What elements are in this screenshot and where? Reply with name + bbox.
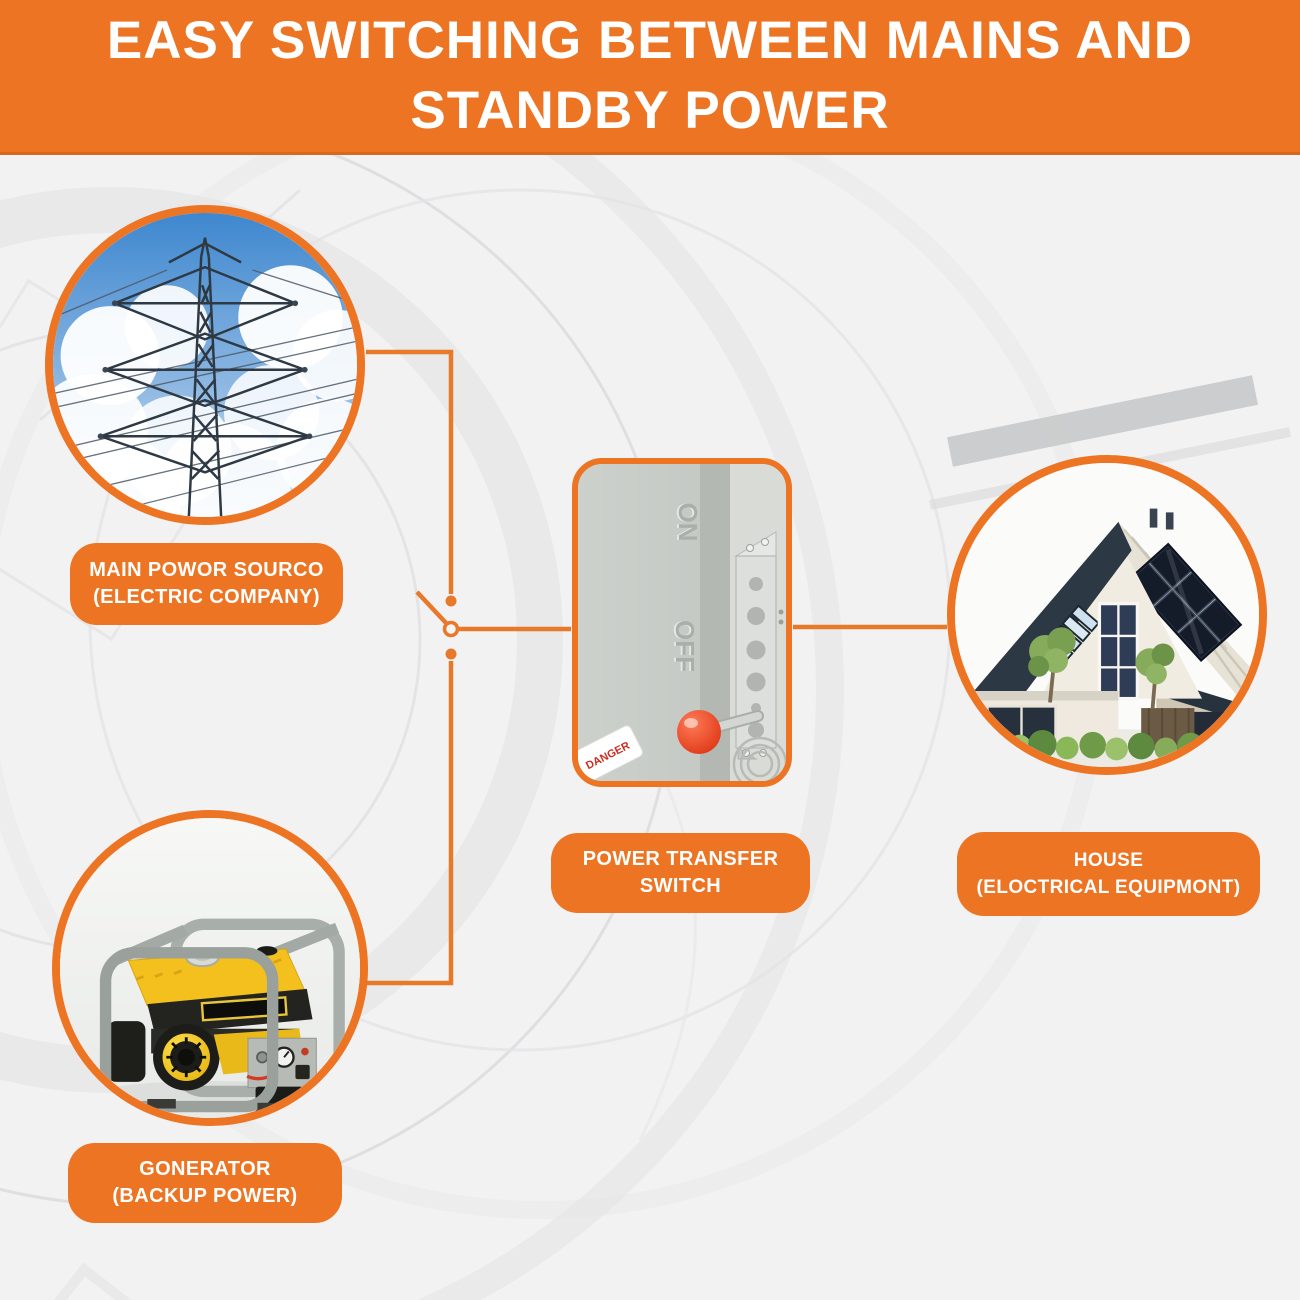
terminal-dot-top [445,595,457,607]
switch-symbol-blade [415,590,449,626]
air-filter [107,1021,146,1082]
switch-symbol-terminals [442,595,460,660]
pylon-structure [100,237,310,517]
main-power-badge-line1: MAIN POWOR SOURCO [89,559,324,581]
transfer-switch-badge-line2: SWITCH [639,875,722,897]
title-line-2: STANDBY POWER [410,81,890,140]
on-marking: ON [673,503,703,542]
house-badge: HOUSE (ELOCTRICAL EQUIPMONT) [957,832,1260,916]
main-power-badge-line2: (ELECTRIC COMPANY) [93,586,320,608]
cross-arm-level-2 [104,332,306,408]
title-line-1: EASY SWITCHING BETWEEN MAINS AND [106,11,1194,70]
embossed-rings [732,736,786,781]
transmission-tower-image [53,213,357,517]
header-banner: EASY SWITCHING BETWEEN MAINS AND STANDBY… [0,0,1300,155]
switch-lever [677,710,764,754]
generator-badge: GONERATOR (BACKUP POWER) [68,1143,342,1223]
transfer-switch-badge-line1: POWER TRANSFER [582,848,779,870]
tree-right [1135,643,1175,709]
frame-front [99,947,279,1113]
cross-arm-level-1 [114,265,296,341]
main-power-badge: MAIN POWOR SOURCO (ELECTRIC COMPANY) [70,543,343,625]
main-power-photo-circle [45,205,365,525]
line-tower-to-switch-symbol [366,349,454,594]
off-marking-highlight: OFF [668,620,698,672]
house-photo-circle [947,455,1267,775]
pivot-open-circle [442,620,460,638]
house-badge-line2: (ELOCTRICAL EQUIPMONT) [976,877,1241,898]
house-badge-line1: HOUSE [1073,850,1144,871]
on-marking-highlight: ON [671,503,701,542]
cross-arm-level-3 [100,398,310,474]
transfer-switch-photo-card: ON ON OFF OFF [572,458,792,787]
generator-badge-line1: GONERATOR [139,1158,271,1180]
control-panel [247,1037,317,1089]
portable-generator-image [60,818,360,1118]
generator-photo-circle [52,810,368,1126]
transfer-switch-image: ON ON OFF OFF [578,464,786,781]
transfer-switch-badge: POWER TRANSFER SWITCH [551,833,810,913]
generator-badge-line2: (BACKUP POWER) [112,1185,298,1207]
off-marking: OFF [670,620,700,672]
tree-left [1028,627,1076,703]
insulators [97,300,313,440]
tall-window [1097,601,1140,701]
solar-roof [1112,521,1259,697]
solar-house-image [955,463,1259,767]
embossed-markings: ON ON OFF OFF [668,503,703,673]
red-knob [677,710,721,754]
engine [153,1024,220,1091]
terminal-dot-bottom [445,648,457,660]
line-generator-to-switch-symbol [366,661,454,986]
solar-panels [1126,542,1243,663]
